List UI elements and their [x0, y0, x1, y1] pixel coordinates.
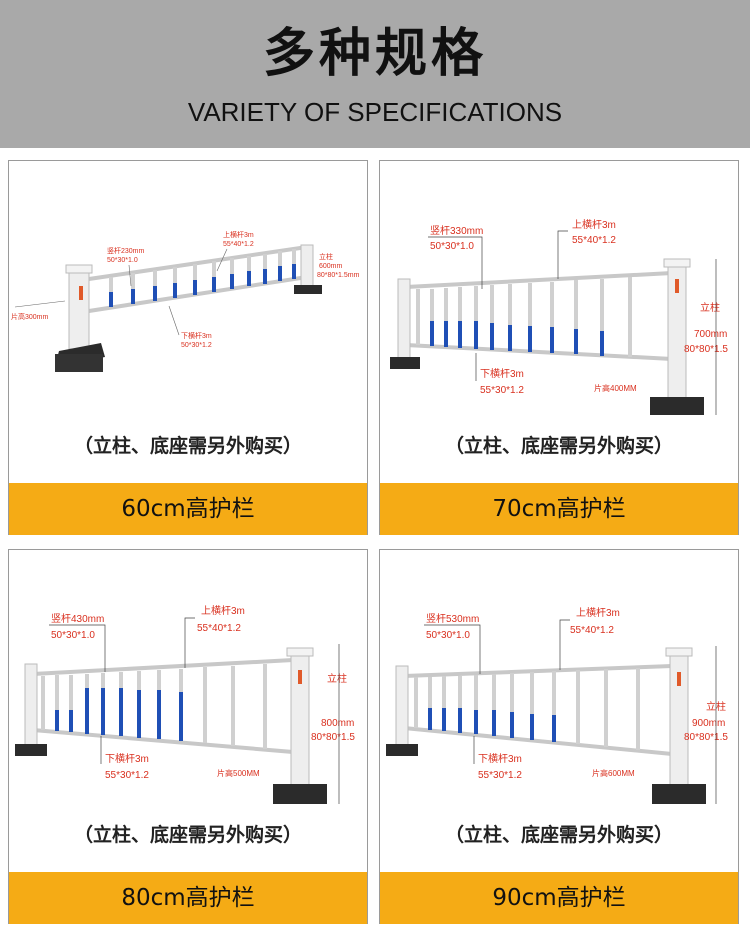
spec-caption-70cm: 70cm高护栏 [380, 483, 738, 535]
label-vertical-bar-size: 50*30*1.0 [51, 630, 95, 641]
label-top-rail-size: 55*40*1.2 [572, 235, 616, 246]
label-vertical-bar-size: 50*30*1.0 [430, 241, 474, 252]
label-post-height: 700mm [694, 329, 727, 340]
label-bottom-rail-size: 55*30*1.2 [480, 385, 524, 396]
label-top-rail: 上横杆3m [576, 606, 620, 619]
label-post-size: 80*80*1.5 [684, 344, 728, 355]
label-panel-height: 片高400MM [594, 383, 637, 393]
spec-card-80cm: 竖杆430mm 50*30*1.0 上横杆3m 55*40*1.2 下横杆3m … [8, 549, 368, 924]
header-banner: 多种规格 VARIETY OF SPECIFICATIONS [0, 0, 750, 148]
label-post-size: 80*80*1.5 [684, 732, 728, 743]
label-panel-height: 片高500MM [217, 768, 260, 778]
vertical-bars [109, 249, 296, 307]
label-vertical-bar-size: 50*30*1.0 [426, 630, 470, 641]
purchase-note: （立柱、底座需另外购买） [73, 824, 302, 846]
label-top-rail-size: 55*40*1.2 [197, 623, 241, 634]
label-post-height: 600mm [319, 263, 343, 270]
label-panel-height: 片高300mm [11, 312, 49, 321]
label-panel-height: 片高600MM [592, 768, 635, 778]
fence-illustration-80cm: 竖杆430mm 50*30*1.0 上横杆3m 55*40*1.2 下横杆3m … [15, 604, 355, 804]
label-bottom-rail: 下横杆3m [105, 752, 149, 765]
label-top-rail: 上横杆3m [223, 230, 254, 239]
label-top-rail: 上横杆3m [201, 604, 245, 617]
label-post-height: 800mm [321, 718, 354, 729]
label-top-rail-size: 55*40*1.2 [223, 241, 254, 248]
label-post: 立柱 [327, 672, 347, 685]
spec-card-90cm: 竖杆530mm 50*30*1.0 上横杆3m 55*40*1.2 下横杆3m … [379, 549, 739, 924]
label-bottom-rail-size: 55*30*1.2 [105, 770, 149, 781]
purchase-note: （立柱、底座需另外购买） [73, 435, 302, 457]
label-bottom-rail: 下横杆3m [478, 752, 522, 765]
spec-card-60cm: 竖杆230mm 50*30*1.0 上横杆3m 55*40*1.2 下横杆3m … [8, 160, 368, 535]
spec-card-70cm: 竖杆330mm 50*30*1.0 上横杆3m 55*40*1.2 下横杆3m … [379, 160, 739, 535]
label-vertical-bar: 竖杆530mm [426, 613, 479, 625]
purchase-note: （立柱、底座需另外购买） [444, 435, 673, 457]
label-post-size: 80*80*1.5mm [317, 272, 360, 279]
label-post-size: 80*80*1.5 [311, 732, 355, 743]
label-vertical-bar: 竖杆330mm [430, 225, 483, 237]
fence-illustration-70cm: 竖杆330mm 50*30*1.0 上横杆3m 55*40*1.2 下横杆3m … [390, 218, 728, 415]
label-bottom-rail: 下横杆3m [181, 331, 212, 340]
label-vertical-bar: 竖杆230mm [107, 246, 145, 255]
label-top-rail: 上横杆3m [572, 218, 616, 231]
label-vertical-bar: 竖杆430mm [51, 613, 104, 625]
label-post: 立柱 [319, 252, 333, 261]
label-post: 立柱 [700, 301, 720, 314]
fence-illustration-90cm: 竖杆530mm 50*30*1.0 上横杆3m 55*40*1.2 下横杆3m … [386, 606, 728, 804]
label-bottom-rail-size: 50*30*1.2 [181, 342, 212, 349]
page-subtitle: VARIETY OF SPECIFICATIONS [187, 97, 563, 127]
spec-caption-60cm: 60cm高护栏 [9, 483, 367, 535]
label-top-rail-size: 55*40*1.2 [570, 625, 614, 636]
fence-illustration-60cm: 竖杆230mm 50*30*1.0 上横杆3m 55*40*1.2 下横杆3m … [11, 230, 360, 372]
spec-caption-80cm: 80cm高护栏 [9, 872, 367, 924]
page-title: 多种规格 [262, 24, 487, 84]
label-vertical-bar-size: 50*30*1.0 [107, 257, 138, 264]
label-bottom-rail-size: 55*30*1.2 [478, 770, 522, 781]
purchase-note: （立柱、底座需另外购买） [444, 824, 673, 846]
label-bottom-rail: 下横杆3m [480, 367, 524, 380]
label-post-height: 900mm [692, 718, 725, 729]
spec-caption-90cm: 90cm高护栏 [380, 872, 738, 924]
